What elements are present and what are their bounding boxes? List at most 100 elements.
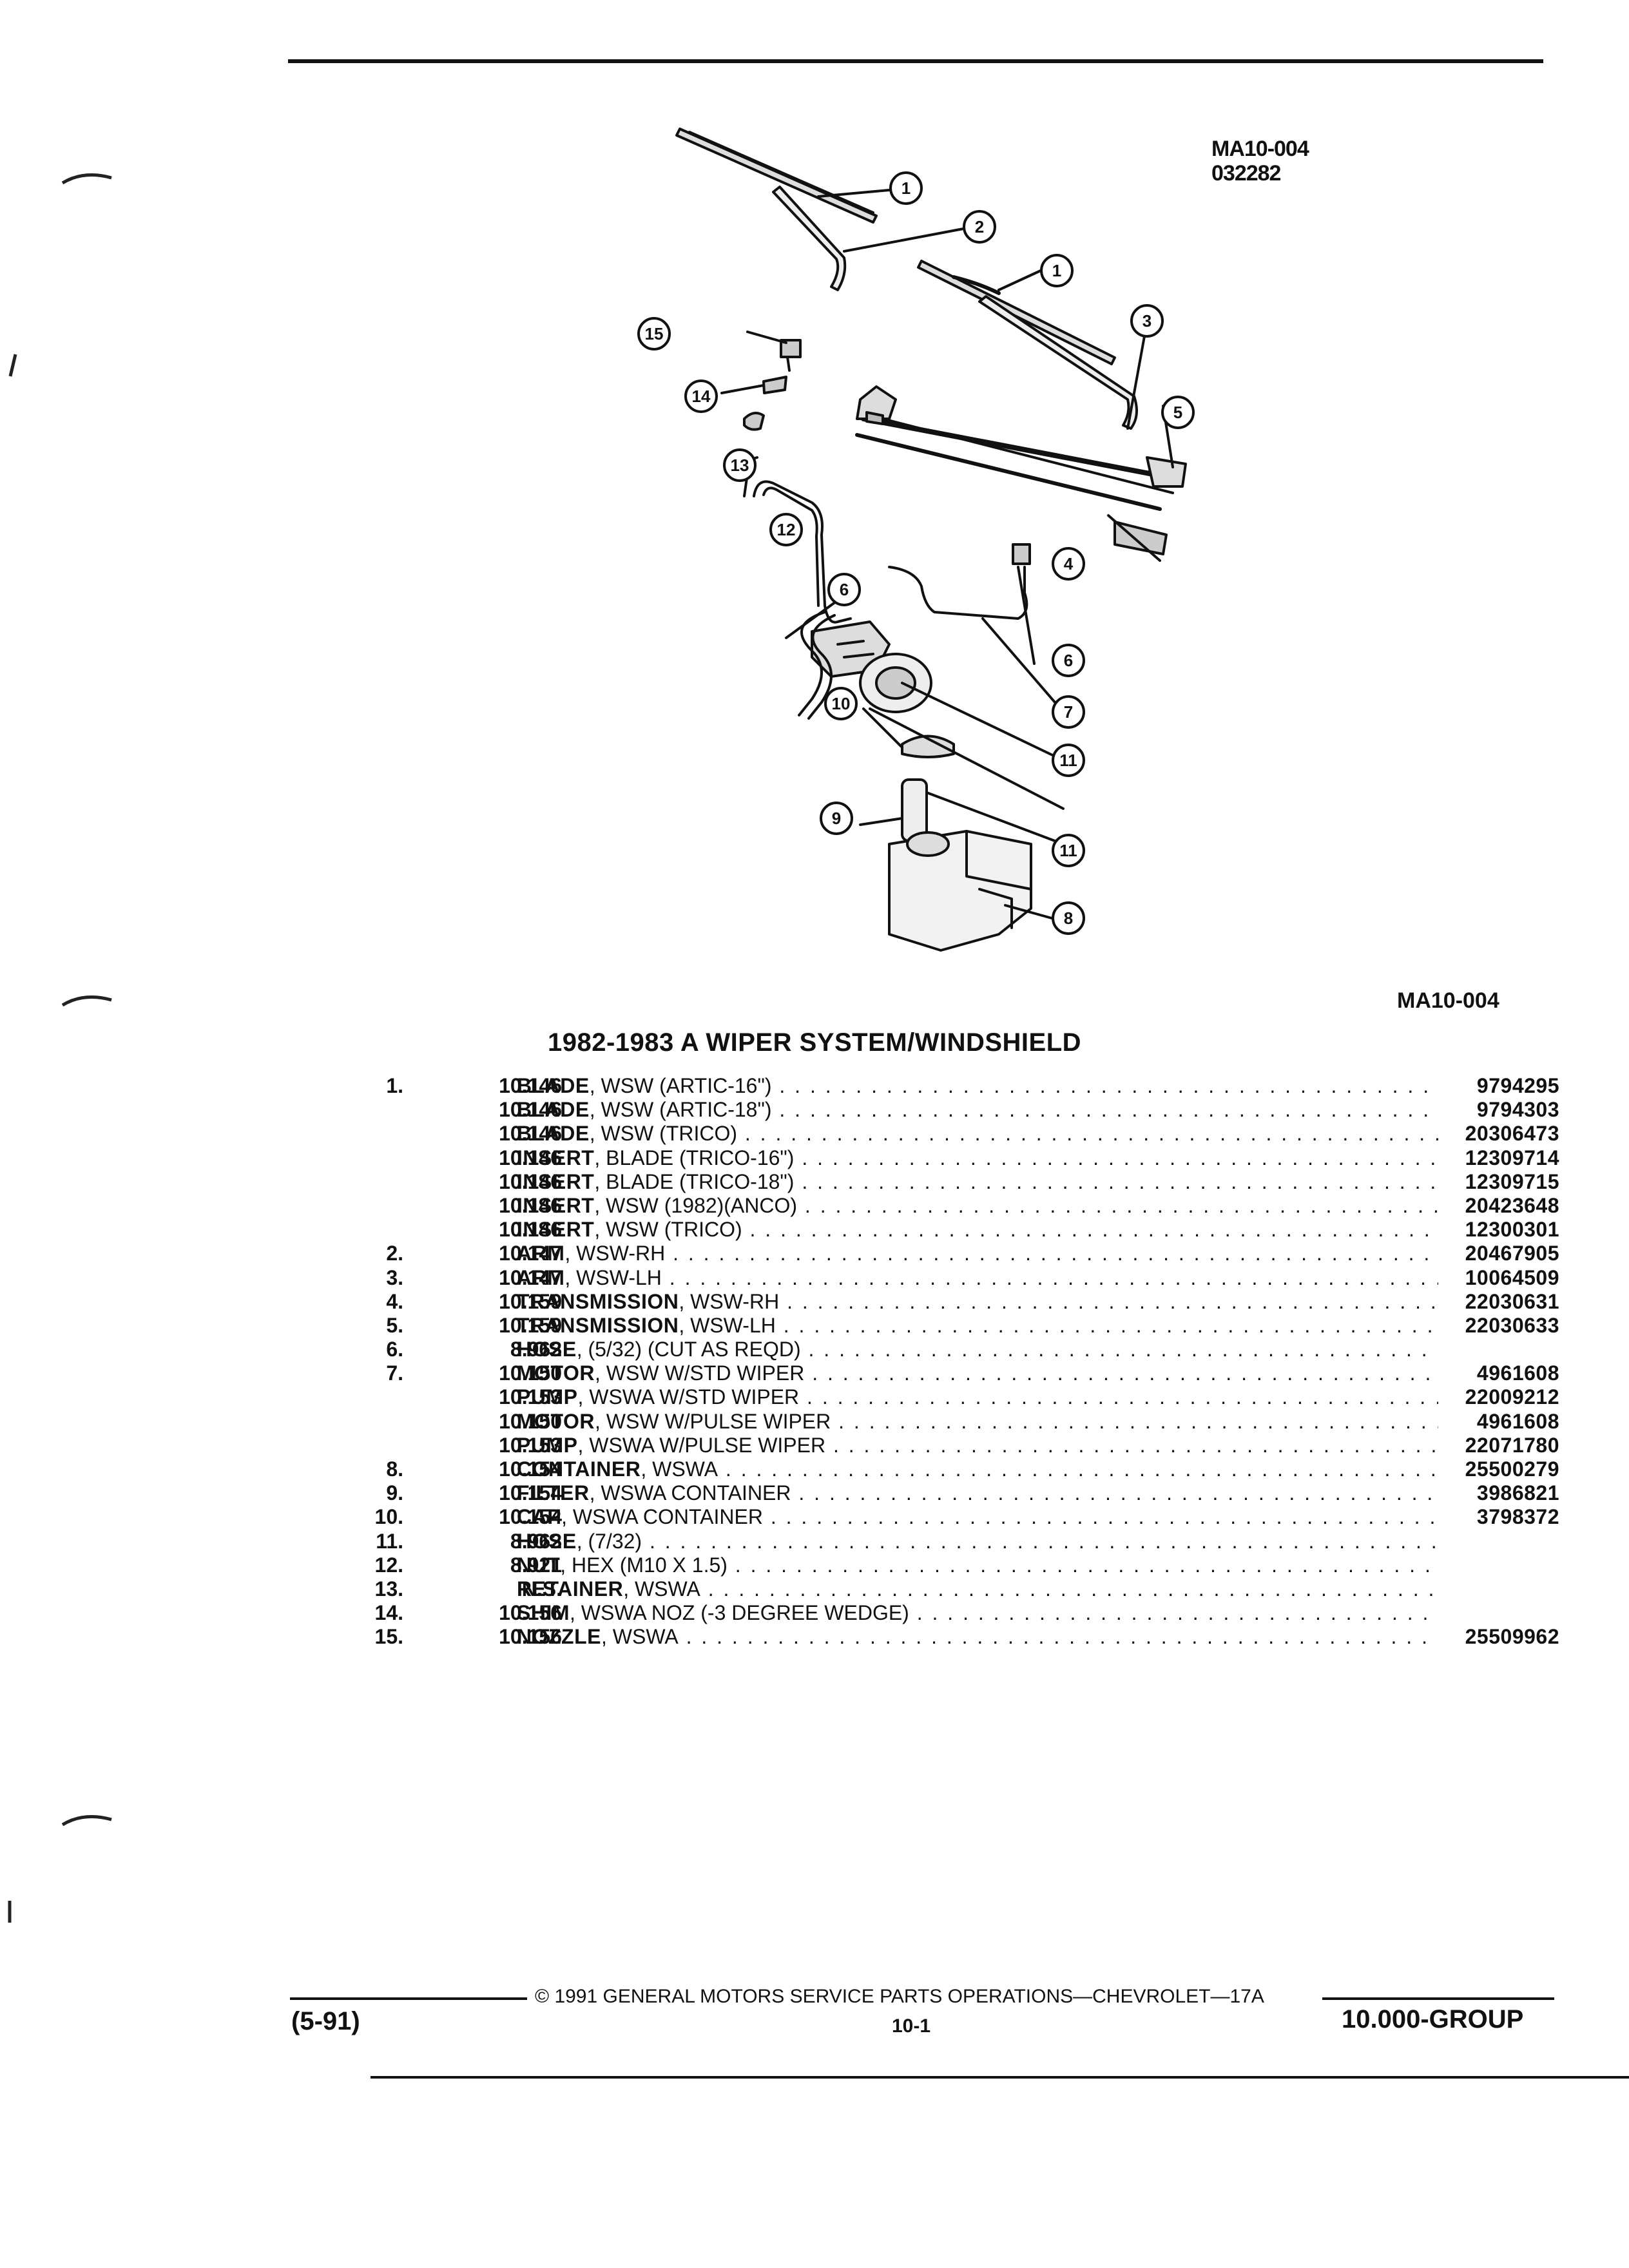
part-number: 20423648 (1465, 1193, 1559, 1217)
callout-9: 9 (832, 809, 841, 828)
revision-date: (5-91) (291, 2007, 360, 2035)
part-description: TRANSMISSION, WSW-RH . . . . . . . . . .… (517, 1290, 1438, 1314)
part-description: CONTAINER, WSWA . . . . . . . . . . . . … (517, 1457, 1438, 1481)
group-number: 10.154 (499, 1457, 562, 1481)
part-detail: , WSW-RH (564, 1242, 666, 1265)
part-description: NUT, HEX (M10 X 1.5) . . . . . . . . . .… (517, 1553, 1438, 1577)
part-name: FILTER (517, 1481, 590, 1505)
part-name: NOZZLE (517, 1625, 601, 1649)
margin-mark-5 (8, 1901, 12, 1923)
leader-dots: . . . . . . . . . . . . . . . . . . . . … (725, 1457, 1438, 1481)
part-detail: , WSW W/STD WIPER (595, 1361, 805, 1385)
part-number: 22030633 (1465, 1313, 1559, 1337)
part-description: PUMP, WSWA W/STD WIPER . . . . . . . . .… (517, 1385, 1438, 1409)
callout-2: 2 (975, 217, 984, 236)
item-number: 9. (386, 1481, 403, 1505)
figure-code-top: MA10-004 032282 (1211, 137, 1309, 186)
part-detail: , WSW (ARTIC-18") (589, 1098, 772, 1122)
part-detail: , HEX (M10 X 1.5) (560, 1553, 728, 1577)
part-description: ARM, WSW-LH . . . . . . . . . . . . . . … (517, 1266, 1438, 1290)
item-number: 6. (386, 1338, 403, 1361)
figure-code-line1: MA10-004 (1211, 137, 1309, 161)
callout-4: 4 (1064, 554, 1074, 573)
group-number: 10.159 (499, 1313, 562, 1337)
leader-dots: . . . . . . . . . . . . . . . . . . . . … (787, 1289, 1438, 1313)
part-detail: , WSW (ARTIC-16") (589, 1074, 772, 1097)
part-description: RETAINER, WSWA . . . . . . . . . . . . .… (517, 1577, 1438, 1601)
item-number: 8. (386, 1457, 403, 1481)
part-row: 13.N.S.RETAINER, WSWA . . . . . . . . . … (335, 1577, 1559, 1601)
callout-12: 12 (777, 520, 796, 539)
leader-dots: . . . . . . . . . . . . . . . . . . . . … (749, 1218, 1438, 1242)
footer-rule-left (290, 1997, 527, 2000)
part-detail: , BLADE (TRICO-18") (594, 1169, 795, 1193)
part-description: TRANSMISSION, WSW-LH . . . . . . . . . .… (517, 1314, 1438, 1338)
part-number: 25500279 (1465, 1457, 1559, 1481)
leader-dots: . . . . . . . . . . . . . . . . . . . . … (770, 1505, 1438, 1529)
leader-dots: . . . . . . . . . . . . . . . . . . . . … (804, 1193, 1438, 1217)
callout-3: 3 (1142, 311, 1152, 331)
part-name: INSERT (517, 1218, 595, 1242)
part-detail: , WSW (TRICO) (589, 1122, 737, 1146)
group-number: 10.146 (499, 1122, 562, 1146)
item-number: 13. (374, 1577, 403, 1600)
group-number: 10.154 (499, 1505, 562, 1529)
callout-5: 5 (1173, 403, 1182, 422)
leader-dots: . . . . . . . . . . . . . . . . . . . . … (673, 1242, 1438, 1265)
part-detail: , WSWA (641, 1457, 718, 1481)
callout-7: 7 (1064, 702, 1073, 722)
callout-8: 8 (1064, 908, 1073, 928)
margin-mark-1 (61, 173, 112, 185)
leader-dots: . . . . . . . . . . . . . . . . . . . . … (779, 1074, 1438, 1097)
leader-dots: . . . . . . . . . . . . . . . . . . . . … (802, 1169, 1438, 1193)
item-number: 7. (386, 1361, 403, 1385)
part-description: HOSE, (7/32) . . . . . . . . . . . . . .… (517, 1530, 1438, 1553)
group-number: 10.150 (499, 1361, 562, 1385)
part-name: PUMP (517, 1433, 578, 1457)
part-detail: , WSWA W/PULSE WIPER (577, 1433, 826, 1457)
group-number: 10.000-GROUP (1342, 2005, 1524, 2033)
leader-dots: . . . . . . . . . . . . . . . . . . . . … (735, 1553, 1438, 1577)
leader-dots: . . . . . . . . . . . . . . . . . . . . … (807, 1385, 1438, 1409)
part-detail: , (5/32) (CUT AS REQD) (576, 1338, 801, 1361)
part-name: MOTOR (517, 1409, 595, 1433)
group-number: 10.146 (499, 1098, 562, 1122)
figure-code-bottom: MA10-004 (1397, 988, 1499, 1013)
item-number: 11. (376, 1529, 403, 1553)
callout-15: 15 (645, 324, 664, 343)
group-number: 10.156 (499, 1601, 562, 1625)
item-number: 12. (374, 1553, 403, 1577)
bottom-rule (371, 2076, 1629, 2079)
leader-dots: . . . . . . . . . . . . . . . . . . . . … (708, 1577, 1438, 1600)
section-title: 1982-1983 A WIPER SYSTEM/WINDSHIELD (547, 1028, 1082, 1057)
part-number: 22071780 (1465, 1433, 1559, 1457)
part-detail: , WSWA (601, 1625, 679, 1649)
part-name: BLADE (517, 1122, 590, 1146)
part-name: INSERT (517, 1169, 595, 1193)
item-number: 15. (374, 1625, 403, 1649)
part-detail: , WSW-LH (679, 1313, 776, 1337)
part-detail: , WSWA W/STD WIPER (577, 1385, 800, 1409)
part-number: 12300301 (1465, 1218, 1559, 1242)
part-name: SHIM (517, 1601, 570, 1625)
item-number: 5. (386, 1313, 403, 1337)
part-detail: , WSW-LH (564, 1265, 662, 1289)
item-number: 14. (374, 1601, 403, 1625)
group-number: 10.147 (499, 1265, 562, 1289)
group-number: 10.154 (499, 1481, 562, 1505)
group-number: 10.146 (499, 1074, 562, 1097)
margin-mark-3 (61, 995, 112, 1007)
group-number: 10.156 (499, 1625, 562, 1649)
part-description: INSERT, BLADE (TRICO-16") . . . . . . . … (517, 1146, 1438, 1170)
group-number: 10.146 (499, 1218, 562, 1242)
callout-6: 6 (840, 580, 849, 599)
